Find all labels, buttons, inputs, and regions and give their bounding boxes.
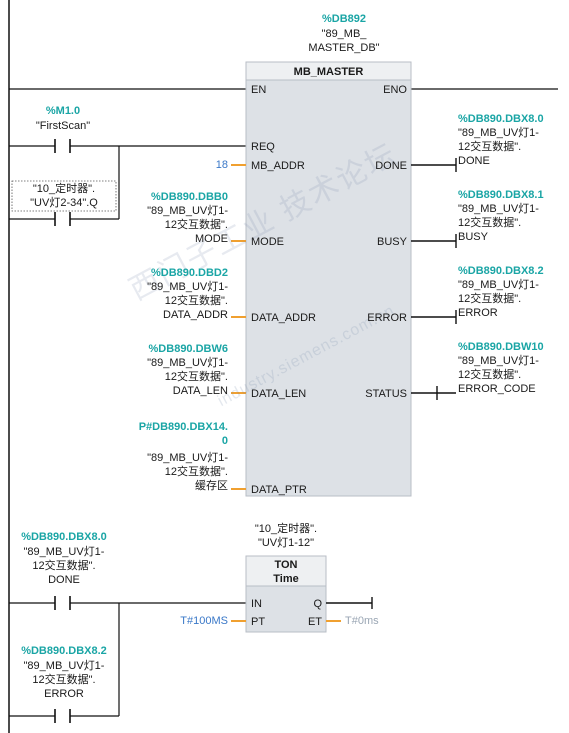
firstscan-tag: %M1.0 bbox=[45, 105, 81, 117]
error-tag: %DB890.DBX8.2 bbox=[458, 265, 544, 277]
firstscan-contact[interactable] bbox=[54, 139, 71, 153]
mb-master-header bbox=[245, 61, 412, 81]
mb-master-network bbox=[9, 61, 558, 497]
status-tag: %DB890.DBW10 bbox=[458, 341, 544, 353]
mb-addr-value[interactable]: 18 bbox=[215, 159, 228, 171]
pin-mb-addr: MB_ADDR bbox=[251, 160, 305, 172]
pin-done: DONE bbox=[375, 160, 407, 172]
pin-mode: MODE bbox=[251, 236, 284, 248]
pin-busy: BUSY bbox=[377, 236, 407, 248]
mb-master-instance-tag: %DB892 bbox=[321, 13, 367, 25]
data-addr-tag: %DB890.DBD2 bbox=[150, 267, 228, 279]
mb-master-instance-symbol[interactable]: "89_MB_ MASTER_DB" bbox=[308, 28, 380, 54]
ton-instance-symbol[interactable]: "10_定时器". "UV灯1-12" bbox=[254, 523, 318, 549]
parallel-symbol-frame bbox=[11, 180, 117, 212]
done-symbol[interactable]: "89_MB_UV灯1- 12交互数据". DONE bbox=[458, 127, 539, 167]
mb-master-box[interactable] bbox=[245, 61, 412, 497]
mb-master-title: MB_MASTER bbox=[293, 66, 364, 78]
error-symbol[interactable]: "89_MB_UV灯1- 12交互数据". ERROR bbox=[458, 279, 539, 319]
mb-master-input-stubs bbox=[231, 164, 246, 490]
ton-contact2-symbol[interactable]: "89_MB_UV灯1- 12交互数据". ERROR bbox=[23, 660, 105, 700]
data-len-tag: %DB890.DBW6 bbox=[148, 343, 228, 355]
done-tag: %DB890.DBX8.0 bbox=[458, 113, 544, 125]
ton-contact1-tag: %DB890.DBX8.0 bbox=[21, 531, 107, 543]
uv-lamp-2-34-symbol[interactable]: "10_定时器". "UV灯2-34".Q bbox=[30, 183, 98, 209]
pin-en: EN bbox=[251, 84, 267, 96]
mb-master-output-stub-caps bbox=[436, 158, 457, 400]
ton-header bbox=[245, 555, 327, 587]
busy-symbol[interactable]: "89_MB_UV灯1- 12交互数据". BUSY bbox=[458, 203, 539, 243]
ton-pin-pt: PT bbox=[251, 616, 266, 628]
pin-data-ptr: DATA_PTR bbox=[251, 484, 307, 496]
ton-title: TON bbox=[274, 559, 298, 571]
ton-subtitle: Time bbox=[273, 573, 299, 585]
ton-pin-q: Q bbox=[313, 598, 322, 610]
mb-master-output-stubs bbox=[411, 164, 456, 394]
mode-symbol[interactable]: "89_MB_UV灯1- 12交互数据". MODE bbox=[147, 205, 228, 245]
pin-eno: ENO bbox=[383, 84, 407, 96]
ton-contact1-symbol[interactable]: "89_MB_UV灯1- 12交互数据". DONE bbox=[23, 546, 105, 586]
ton-pin-in: IN bbox=[251, 598, 262, 610]
done-contact[interactable] bbox=[54, 596, 71, 610]
status-symbol[interactable]: "89_MB_UV灯1- 12交互数据". ERROR_CODE bbox=[458, 355, 539, 395]
pin-error: ERROR bbox=[367, 312, 407, 324]
data-addr-symbol[interactable]: "89_MB_UV灯1- 12交互数据". DATA_ADDR bbox=[147, 281, 228, 321]
data-ptr-tag: P#DB890.DBX14. 0 bbox=[138, 421, 228, 447]
busy-tag: %DB890.DBX8.1 bbox=[458, 189, 544, 201]
pin-status: STATUS bbox=[365, 388, 407, 400]
pin-req: REQ bbox=[251, 141, 275, 153]
uv-lamp-2-34-contact[interactable] bbox=[54, 212, 71, 226]
ton-et-value: T#0ms bbox=[345, 615, 379, 627]
pin-data-len: DATA_LEN bbox=[251, 388, 307, 400]
data-ptr-symbol[interactable]: "89_MB_UV灯1- 12交互数据". 缓存区 bbox=[147, 452, 228, 492]
ton-pt-value[interactable]: T#100MS bbox=[180, 615, 228, 627]
pin-data-addr: DATA_ADDR bbox=[251, 312, 316, 324]
mode-tag: %DB890.DBB0 bbox=[150, 191, 228, 203]
ton-pin-et: ET bbox=[307, 616, 322, 628]
error-contact[interactable] bbox=[54, 709, 71, 723]
data-len-symbol[interactable]: "89_MB_UV灯1- 12交互数据". DATA_LEN bbox=[147, 357, 228, 397]
firstscan-symbol[interactable]: "FirstScan" bbox=[35, 120, 91, 132]
ton-network bbox=[9, 555, 373, 723]
ton-contact2-tag: %DB890.DBX8.2 bbox=[21, 645, 107, 657]
